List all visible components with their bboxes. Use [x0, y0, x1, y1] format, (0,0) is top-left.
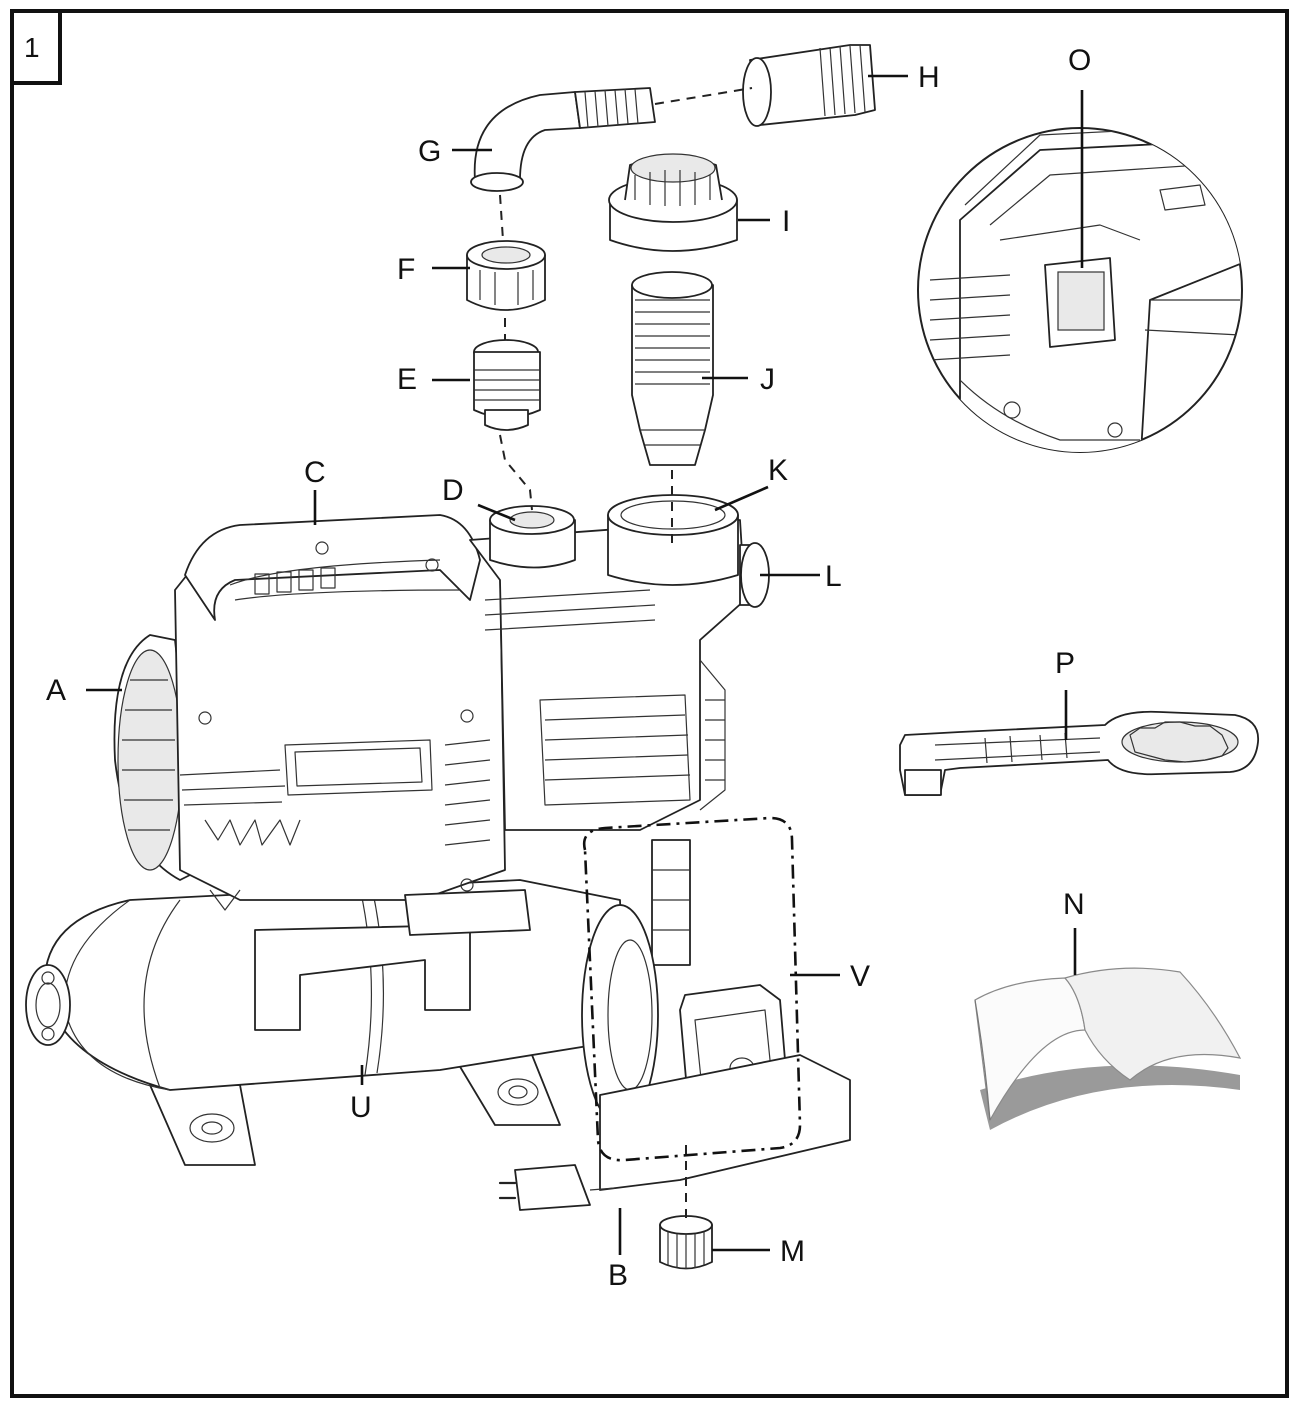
label-i: I	[782, 205, 790, 238]
threaded-adapter-icon	[473, 339, 541, 431]
label-b: B	[608, 1259, 628, 1292]
label-c: C	[304, 456, 326, 489]
hose-coupling-icon	[742, 44, 876, 127]
label-l: L	[825, 560, 842, 593]
figure-frame	[10, 9, 1289, 1398]
union-nut-icon	[466, 240, 546, 311]
label-e: E	[397, 363, 417, 396]
label-o: O	[1068, 44, 1091, 77]
elbow-hose-icon	[470, 87, 656, 192]
label-n: N	[1063, 888, 1085, 921]
label-d: D	[442, 474, 464, 507]
pump-assembly-icon	[113, 494, 851, 1211]
open-book-icon	[974, 967, 1242, 1130]
figure-number: 1	[24, 32, 40, 63]
label-p: P	[1055, 647, 1075, 680]
filter-cartridge-icon	[631, 271, 714, 466]
label-j: J	[760, 363, 775, 396]
wrench-icon	[899, 710, 1259, 796]
label-k: K	[768, 454, 788, 487]
label-h: H	[918, 61, 940, 94]
filter-cap-icon	[608, 153, 738, 252]
switch-detail-icon	[917, 127, 1243, 453]
label-g: G	[418, 135, 441, 168]
label-v: V	[850, 960, 870, 993]
label-f: F	[397, 253, 415, 286]
drain-plug-icon	[659, 1215, 713, 1270]
figure-number-box	[10, 9, 62, 85]
label-u: U	[350, 1091, 372, 1124]
label-a: A	[46, 674, 66, 707]
label-m: M	[780, 1235, 805, 1268]
pressure-tank-icon	[25, 879, 626, 1166]
